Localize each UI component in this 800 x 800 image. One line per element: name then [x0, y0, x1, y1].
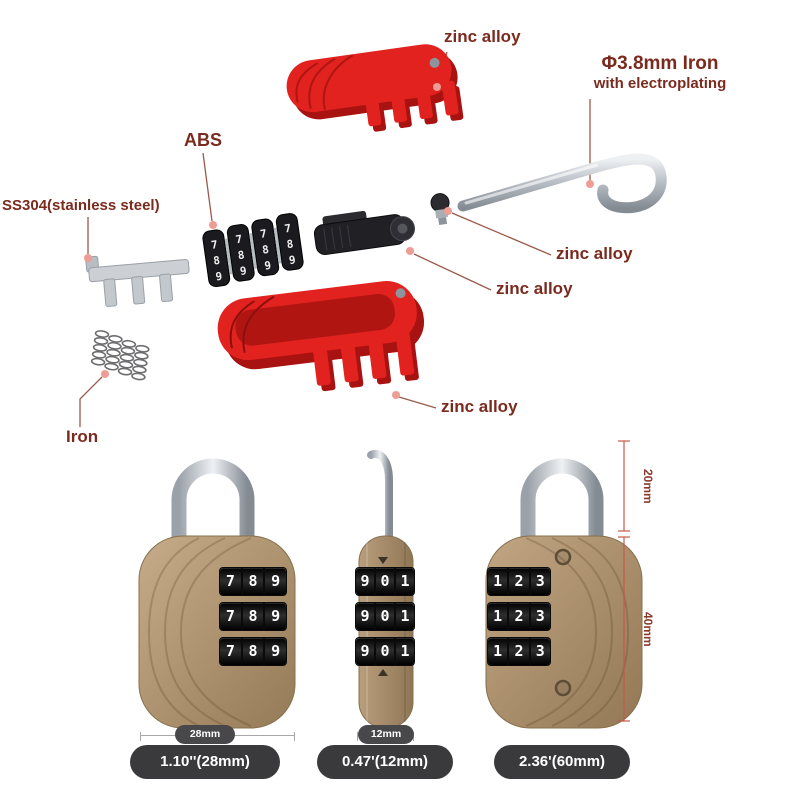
dial-digit: 8: [240, 568, 264, 595]
side-dial-row: 9 0 1: [356, 603, 414, 630]
body-ridges: [147, 537, 252, 727]
steel-plate-part: [85, 255, 190, 307]
back-dial-row: 1 2 3: [488, 638, 550, 665]
label-zinc-alloy-top: zinc alloy: [444, 27, 521, 46]
dial-digit: 7: [225, 572, 235, 590]
height-dimension-art: 20mm 40mm: [618, 440, 655, 722]
back-lock-view: 1 2 3 1 2 3 1 2 3: [478, 436, 648, 736]
dial-digit: 1: [394, 638, 414, 665]
back-size-pill: 2.36'(60mm): [494, 745, 630, 779]
label-abs: ABS: [184, 130, 223, 150]
shackle: [171, 458, 255, 548]
shackle-height-label: 20mm: [641, 469, 655, 504]
front-size-pill: 1.10''(28mm): [130, 745, 280, 779]
leader-lines: [79, 51, 591, 427]
body-height-label: 40mm: [641, 612, 655, 647]
wheel-digit: 8: [286, 237, 294, 251]
front-dial-row: 7 8 9: [220, 638, 286, 665]
dial-digit: 3: [528, 568, 550, 595]
lock-body: [138, 535, 296, 729]
dial-digit: 1: [394, 603, 414, 630]
dial-digit: 1: [493, 642, 503, 660]
screw-hole: [554, 679, 572, 697]
dial-digit: 9: [263, 638, 286, 665]
dial-digit: 7: [225, 607, 235, 625]
wheel-digit: 9: [215, 270, 223, 284]
side-dial-row: 9 0 1: [356, 568, 414, 595]
dial-digit: 9: [263, 603, 286, 630]
front-lock-view: 7 8 9 7 8 9 7 8 9: [133, 436, 301, 736]
wheel-digit: 8: [212, 254, 220, 268]
exploded-art: 7 8 9 7 8 9 7 8 9 7 8 9: [79, 44, 667, 427]
dial-digit: 9: [263, 568, 286, 595]
springs-part: [90, 330, 150, 381]
label-iron-shackle-line2: with electroplating: [593, 74, 727, 92]
dial-digit: 3: [528, 638, 550, 665]
dial-digit: 1: [493, 607, 503, 625]
side-width-label: 12mm: [358, 725, 414, 744]
body-ridges: [525, 537, 630, 727]
dial-digit: 2: [507, 568, 528, 595]
front-dial-row: 7 8 9: [220, 603, 286, 630]
side-size-pill: 0.47'(12mm): [317, 745, 453, 779]
wheel-digit: 7: [284, 222, 292, 236]
dial-digit: 9: [360, 607, 370, 625]
leader-dots: [84, 83, 594, 399]
front-width-label: 28mm: [175, 725, 235, 744]
wheel-digit: 8: [237, 248, 245, 262]
label-iron-shackle-line1: Φ3.8mm Iron: [601, 53, 719, 74]
dial-digit: 9: [360, 642, 370, 660]
label-iron-shackle: Φ3.8mm Iron with electroplating: [570, 53, 750, 92]
dial-digit: 8: [240, 603, 264, 630]
dial-digit: 2: [507, 603, 528, 630]
label-zinc-alloy-bottom: zinc alloy: [441, 397, 518, 416]
shackle: [367, 449, 393, 550]
side-lock-view: 9 0 1 9 0 1 9 0 1: [347, 436, 425, 736]
back-dial-row: 1 2 3: [488, 568, 550, 595]
wheel-digit: 9: [288, 253, 296, 267]
pin-part: [430, 193, 450, 226]
wheel-digit: 9: [264, 259, 272, 273]
top-shell-part: [286, 44, 464, 132]
wheel-digit: 7: [235, 233, 243, 247]
dial-digit: 0: [374, 603, 394, 630]
dial-digit: 7: [225, 642, 235, 660]
wheel-digit: 8: [261, 243, 269, 257]
label-zinc-alloy-cylinder: zinc alloy: [496, 279, 573, 298]
dial-wheels-part: 7 8 9 7 8 9 7 8 9 7 8 9: [202, 213, 304, 288]
dial-digit: 2: [507, 638, 528, 665]
shackle-part: [457, 153, 667, 214]
dial-digit: 8: [240, 638, 264, 665]
wheel-digit: 7: [259, 227, 267, 241]
wheel-digit: 9: [239, 264, 247, 278]
front-dial-row: 7 8 9: [220, 568, 286, 595]
dial-digit: 1: [394, 568, 414, 595]
dial-indicator-icon: [378, 557, 388, 564]
dial-digit: 1: [493, 572, 503, 590]
dial-digit: 0: [374, 568, 394, 595]
wheel-digit: 7: [210, 238, 218, 252]
label-iron-spring: Iron: [66, 427, 99, 446]
back-dial-row: 1 2 3: [488, 603, 550, 630]
dial-indicator-icon: [378, 669, 388, 676]
side-dial-row: 9 0 1: [356, 638, 414, 665]
screw-hole: [554, 548, 572, 566]
label-zinc-alloy-pin: zinc alloy: [556, 244, 633, 263]
dial-digit: 0: [374, 638, 394, 665]
lock-cylinder-part: [313, 210, 416, 256]
bottom-shell-part: [217, 281, 425, 392]
dial-digit: 9: [360, 572, 370, 590]
label-ss304: SS304(stainless steel): [2, 197, 160, 214]
dial-digit: 3: [528, 603, 550, 630]
shackle: [520, 458, 604, 548]
